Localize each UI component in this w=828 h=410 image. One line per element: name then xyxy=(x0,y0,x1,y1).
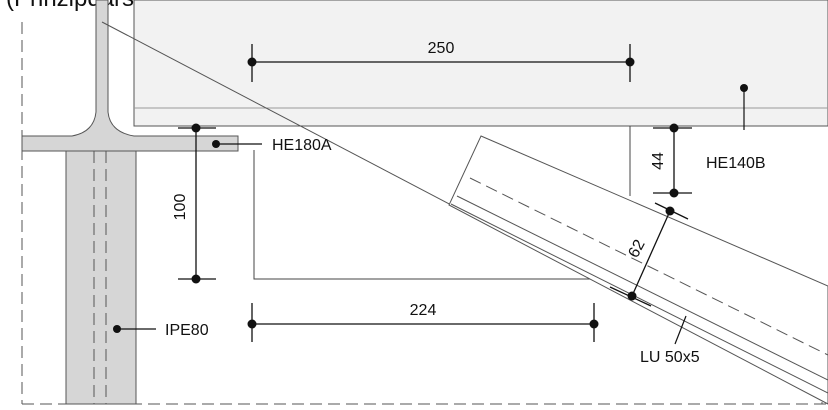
ipe80-member xyxy=(65,150,137,405)
dimension-100: 100 xyxy=(172,123,216,284)
dimension-44: 44 xyxy=(650,123,692,198)
leader-lu50x5: LU 50x5 xyxy=(640,315,700,366)
he180a-section xyxy=(21,0,239,152)
label-lu50x5: LU 50x5 xyxy=(640,349,700,366)
dimension-label-224: 224 xyxy=(410,302,437,319)
leader-he140b: HE140B xyxy=(706,84,766,172)
dimension-label-100: 100 xyxy=(172,194,189,221)
lu-angle-member xyxy=(448,135,828,405)
dimension-label-250: 250 xyxy=(428,40,455,57)
dimension-label-62: 62 xyxy=(625,237,648,261)
dimension-label-44: 44 xyxy=(650,152,667,170)
label-he140b: HE140B xyxy=(706,155,766,172)
dimension-224: 224 xyxy=(247,302,599,342)
he140b-beam xyxy=(133,0,828,127)
dimension-250: 250 xyxy=(247,40,635,82)
dimension-62: 62 xyxy=(609,202,689,307)
label-ipe80: IPE80 xyxy=(165,322,209,339)
leader-he180a: HE180A xyxy=(212,137,332,154)
leader-ipe80: IPE80 xyxy=(113,322,209,339)
label-he180a: HE180A xyxy=(272,137,332,154)
